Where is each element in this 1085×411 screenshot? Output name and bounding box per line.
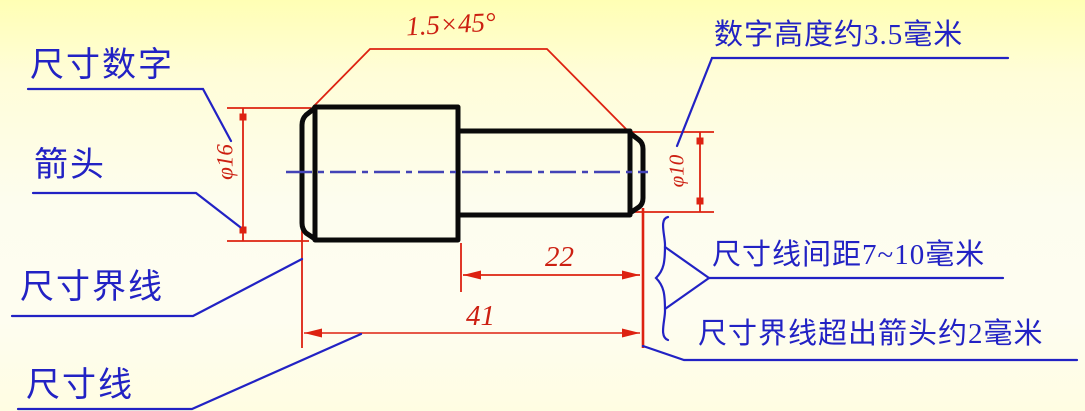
leader-arrowhead <box>31 191 242 229</box>
callout-dimension-line: 尺寸线 <box>26 367 134 404</box>
callout-arrowhead: 箭头 <box>34 147 106 184</box>
part-outline-group <box>299 104 646 243</box>
callout-leaders-group <box>10 56 1079 411</box>
length-41-text: 41 <box>466 300 495 332</box>
dimension-lines-group <box>227 48 714 348</box>
arrowhead <box>696 137 704 145</box>
dimension-22 <box>460 243 640 292</box>
left-chamfer-end <box>299 105 318 242</box>
arrowhead <box>239 113 247 121</box>
length-22-text: 22 <box>545 241 574 273</box>
note-digit-height: 数字高度约3.5毫米 <box>714 19 964 51</box>
dimension-phi16 <box>227 107 311 242</box>
note-extension-overshoot: 尺寸界线超出箭头约2毫米 <box>698 318 1044 350</box>
chamfer-leader-line <box>311 48 629 132</box>
arrowheads-group <box>239 113 704 338</box>
leader-dimension-line <box>16 332 363 411</box>
leader-dimension-number <box>26 87 233 143</box>
phi16-dimension-text: φ16 <box>212 144 238 180</box>
arrowhead <box>463 270 481 280</box>
spacing-pointer-lower <box>663 276 711 311</box>
right-chamfer-end <box>627 130 646 216</box>
dimension-41 <box>301 208 645 348</box>
chamfer-dimension-text: 1.5×45° <box>405 6 497 42</box>
arrowhead <box>622 328 640 338</box>
arrowhead <box>622 270 640 280</box>
note-line-spacing: 尺寸线间距7~10毫米 <box>712 239 986 271</box>
spacing-pointer-upper <box>663 245 711 280</box>
arrowhead <box>304 328 322 338</box>
leader-digit-height <box>675 56 1010 148</box>
curly-brace <box>654 215 670 342</box>
callout-extension-line: 尺寸界线 <box>20 269 164 306</box>
leader-extension-overshoot <box>641 344 1079 362</box>
leader-extension-line <box>10 257 304 318</box>
large-cylinder <box>312 104 461 243</box>
phi10-dimension-text: φ10 <box>664 154 689 188</box>
callout-dimension-number: 尺寸数字 <box>30 47 174 84</box>
arrowhead <box>696 197 704 205</box>
arrowhead <box>239 226 247 234</box>
